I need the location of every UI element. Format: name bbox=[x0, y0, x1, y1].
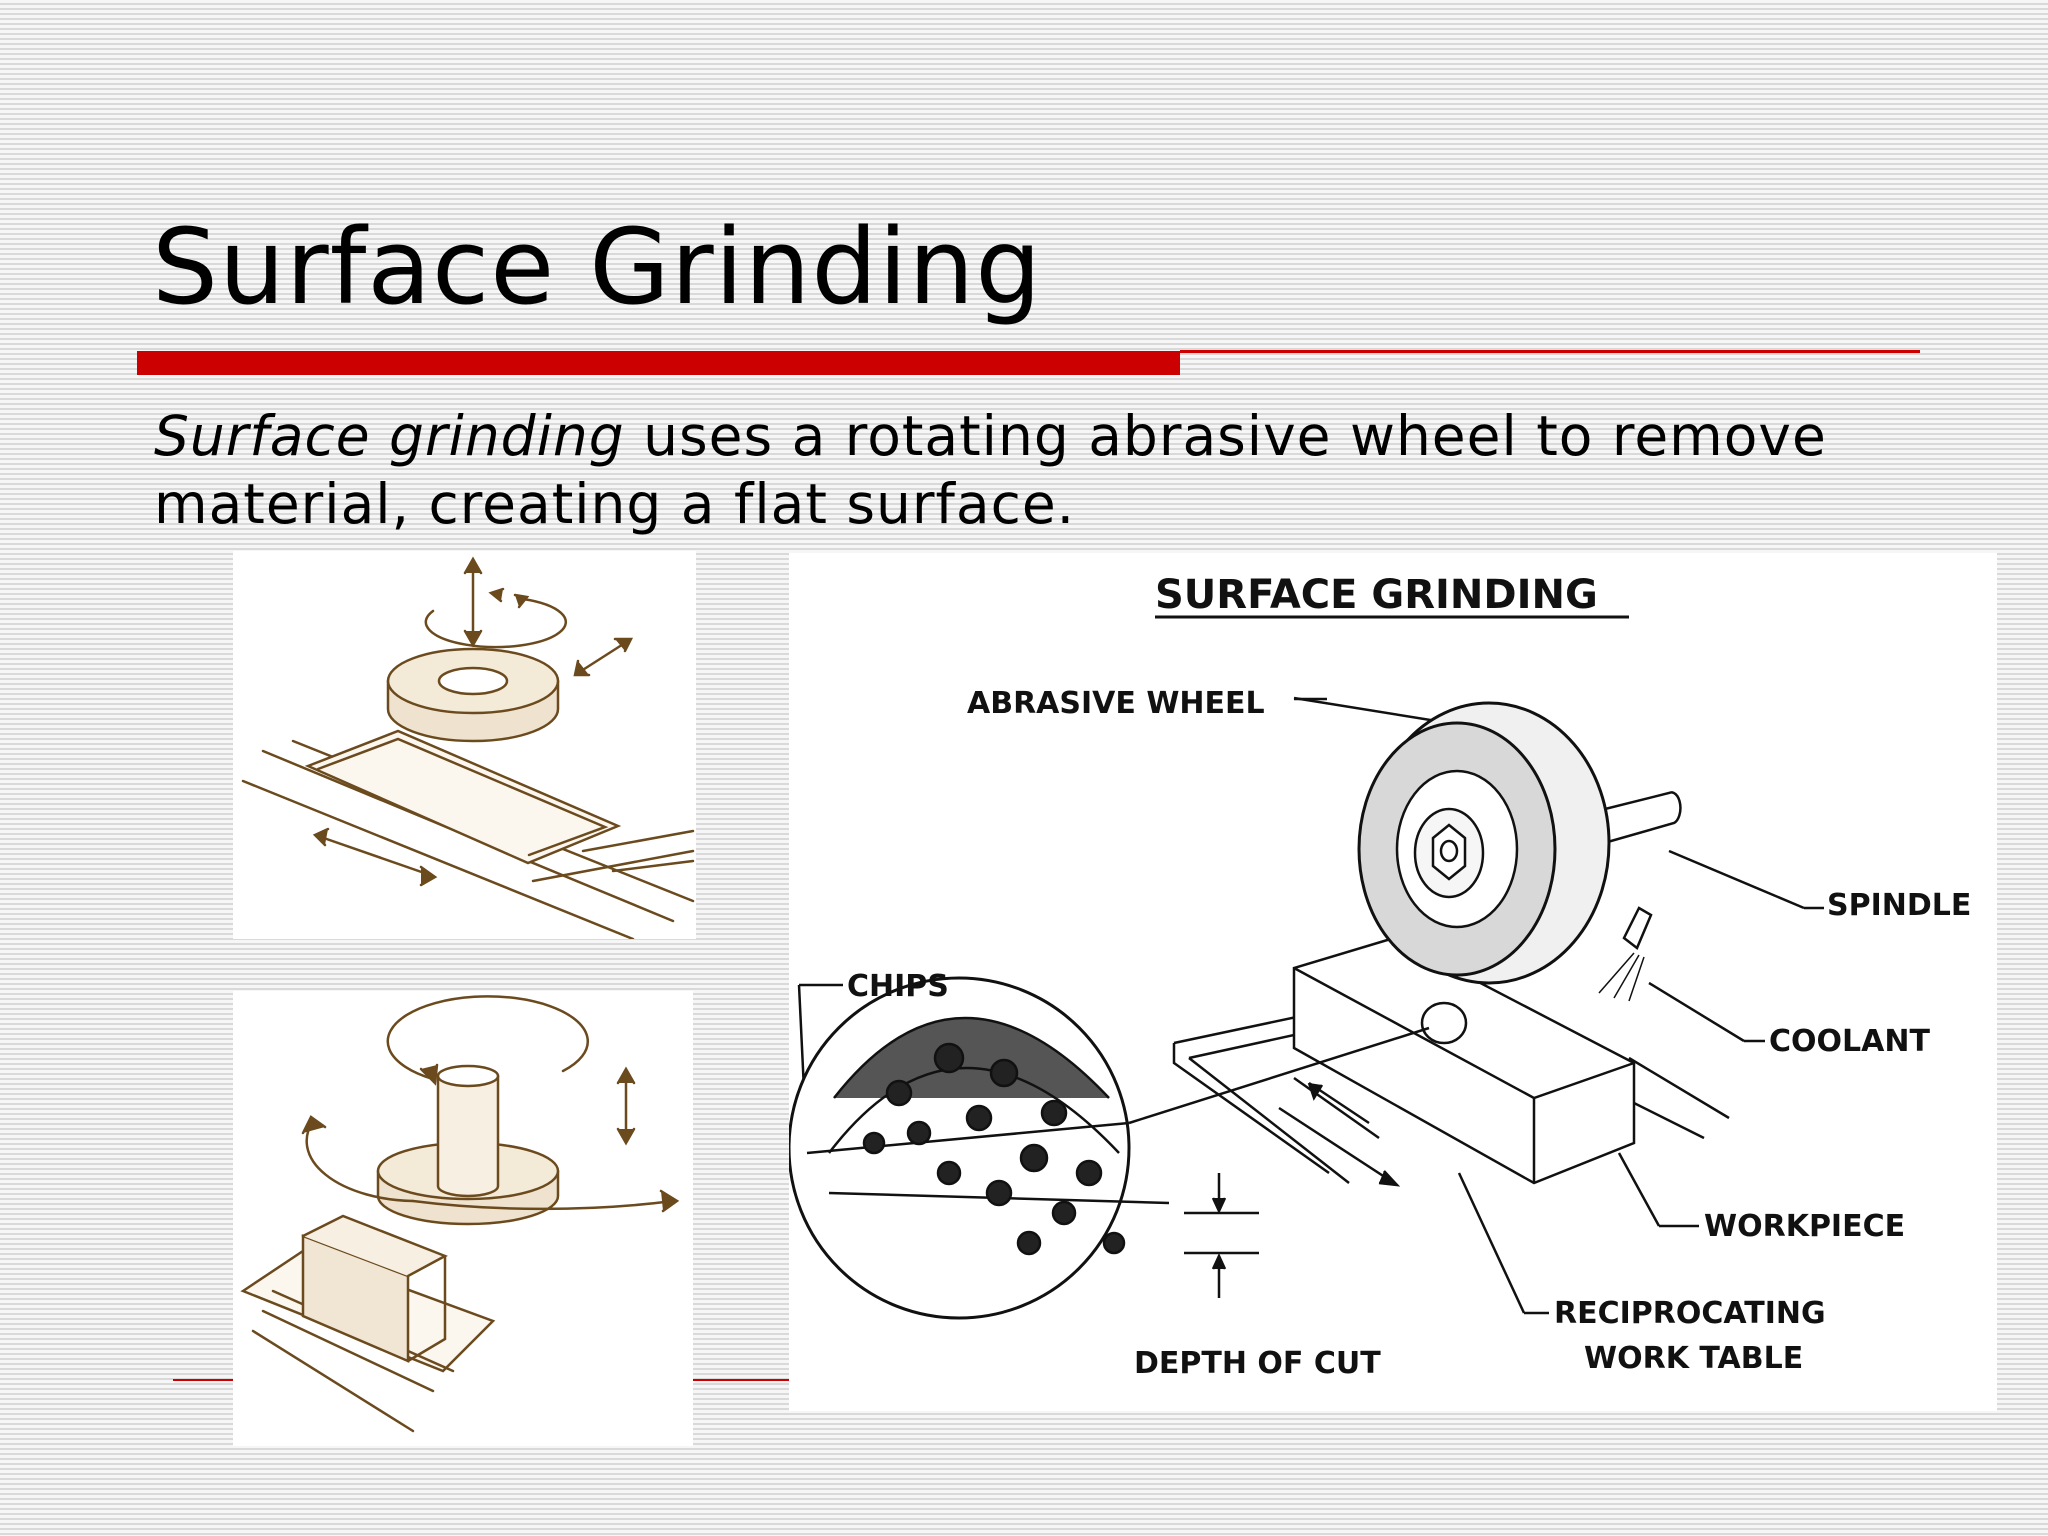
title-rule-thick bbox=[137, 351, 1180, 375]
label-workpiece: WORKPIECE bbox=[1704, 1209, 1905, 1244]
label-work-table: WORK TABLE bbox=[1584, 1341, 1803, 1376]
body-italic-term: Surface grinding bbox=[154, 404, 625, 468]
wheel-plate-sketch bbox=[241, 556, 695, 939]
label-coolant: COOLANT bbox=[1769, 1024, 1930, 1059]
label-abrasive-wheel: ABRASIVE WHEEL bbox=[967, 686, 1265, 721]
label-spindle: SPINDLE bbox=[1827, 888, 1971, 923]
slide-title: Surface Grinding bbox=[152, 206, 1043, 328]
label-depth-of-cut: DEPTH OF CUT bbox=[1134, 1346, 1381, 1381]
title-rule-thin bbox=[1180, 350, 1920, 353]
sketch-panel-vertical-spindle bbox=[233, 991, 693, 1446]
surface-grinding-diagram-svg: SURFACE GRINDING bbox=[789, 572, 1971, 1381]
body-rest: uses a rotating abrasive wheel to remove… bbox=[154, 404, 1827, 536]
leader-workpiece bbox=[1617, 1152, 1699, 1228]
label-reciprocating: RECIPROCATING bbox=[1554, 1296, 1826, 1331]
machine-drawing bbox=[789, 696, 1805, 1320]
vertical-spindle-sketch bbox=[240, 995, 680, 1433]
surface-grinding-diagram: SURFACE GRINDING bbox=[789, 553, 1997, 1411]
sketch-panel-wheel-plate bbox=[233, 551, 696, 939]
slide-body-text: Surface grinding uses a rotating abrasiv… bbox=[154, 402, 1974, 538]
label-chips: CHIPS bbox=[847, 969, 949, 1004]
diagram-heading: SURFACE GRINDING bbox=[1155, 572, 1598, 618]
